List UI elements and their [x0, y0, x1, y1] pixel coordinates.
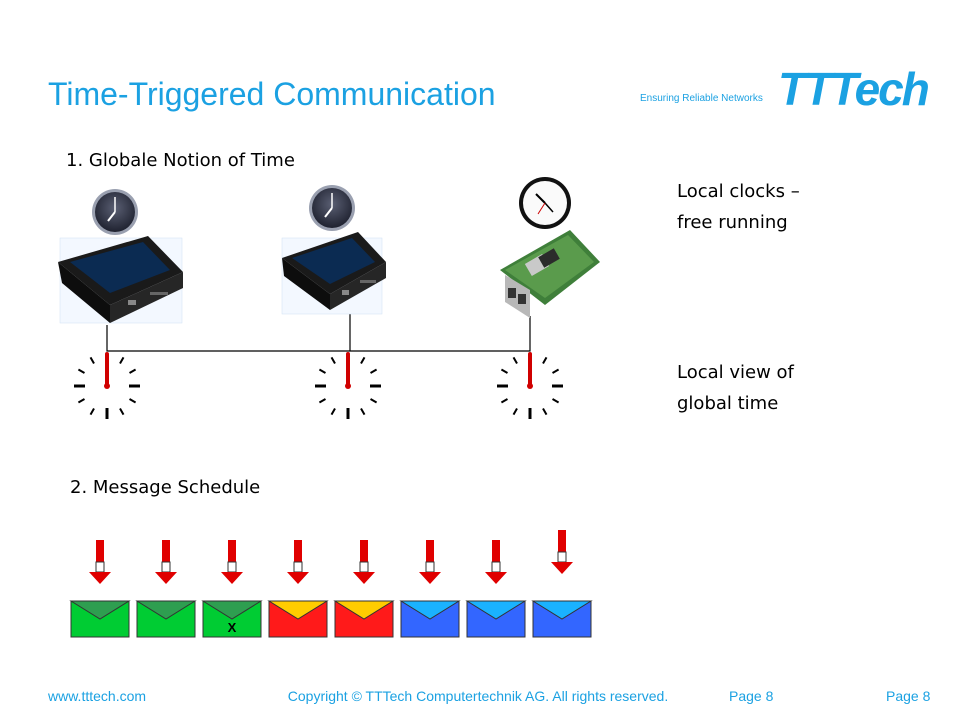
message-arrow: [155, 540, 177, 584]
clock-tick: [318, 368, 326, 374]
message-arrow: [89, 540, 111, 584]
wall-clock-icon-3: [519, 177, 571, 229]
message-envelope: [135, 600, 197, 638]
pci-network-card: [500, 230, 600, 318]
clock-tick: [330, 408, 336, 416]
clock-tick: [119, 356, 125, 364]
footer-url[interactable]: www.tttech.com: [48, 688, 147, 704]
network-line: [106, 312, 531, 352]
clock-tick: [360, 356, 366, 364]
clock-tick: [89, 408, 95, 416]
message-envelope: [465, 600, 527, 638]
local-view-label: Local view of global time: [677, 362, 794, 414]
message-arrow: [485, 540, 507, 584]
clock-tick: [119, 408, 125, 416]
wall-clock-icon-1: [92, 189, 138, 235]
wall-clock-icon-2: [309, 185, 355, 231]
message-arrow: [221, 540, 243, 584]
clock-tick: [370, 398, 378, 404]
tagline: Ensuring Reliable Networks: [640, 93, 763, 104]
clock-tick: [512, 408, 518, 416]
company-logo: TTTech: [778, 63, 930, 115]
local-clocks-label: Local clocks – free running: [677, 181, 800, 233]
clock-tick: [500, 398, 508, 404]
page-title: Time-Triggered Communication: [48, 76, 496, 112]
message-envelope: [267, 600, 329, 638]
message-arrow: [419, 540, 441, 584]
clock-tick: [89, 356, 95, 364]
message-schedule: X: [69, 530, 593, 638]
clock-tick: [77, 398, 85, 404]
footer-copyright: Copyright © TTTech Computertechnik AG. A…: [287, 688, 669, 704]
section-heading-global-time: 1. Globale Notion of Time: [66, 150, 295, 171]
clock-tick: [129, 398, 137, 404]
global-time-clock-1: [74, 352, 140, 419]
clock-tick: [552, 398, 560, 404]
message-arrow: [353, 540, 375, 584]
footer-page-number: Page 8: [886, 688, 931, 704]
message-envelope: [333, 600, 395, 638]
message-envelope: [399, 600, 461, 638]
message-envelope: [69, 600, 131, 638]
section-heading-message-schedule: 2. Message Schedule: [70, 477, 261, 498]
clock-tick: [129, 368, 137, 374]
message-marker: X: [228, 620, 237, 635]
clock-tick: [500, 368, 508, 374]
message-envelope: X: [201, 600, 263, 638]
clock-tick: [512, 356, 518, 364]
global-time-clock-2: [315, 352, 381, 419]
network-device-2: [281, 232, 386, 315]
clock-tick: [370, 368, 378, 374]
clock-tick: [330, 356, 336, 364]
clock-tick: [542, 356, 548, 364]
network-device-1: [58, 236, 183, 324]
clock-tick: [360, 408, 366, 416]
clock-tick: [542, 408, 548, 416]
global-time-clock-3: [497, 352, 563, 419]
clock-tick: [77, 368, 85, 374]
clock-tick: [318, 398, 326, 404]
footer-page-left: Page 8: [729, 688, 774, 704]
message-arrow: [551, 530, 573, 574]
clock-tick: [552, 368, 560, 374]
message-arrow: [287, 540, 309, 584]
message-envelope: [531, 600, 593, 638]
